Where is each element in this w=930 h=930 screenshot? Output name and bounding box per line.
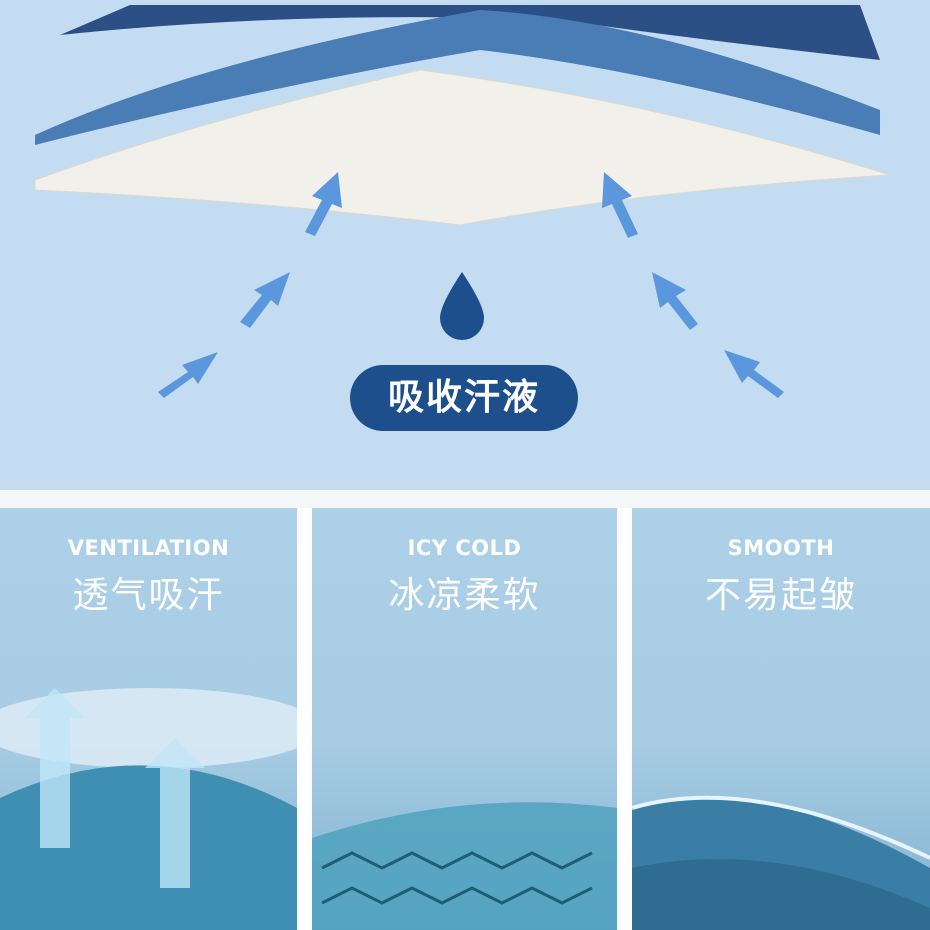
- arrow-up-icon: [25, 688, 85, 848]
- fabric-layers-illustration: [34, 5, 891, 398]
- middle-fabric-layer: [35, 10, 880, 145]
- hero-section: 吸收汗液: [0, 0, 930, 490]
- arrow-up-icon: [158, 352, 218, 398]
- top-fabric-layer: [60, 5, 880, 60]
- feature-title-cn: 不易起皱: [704, 575, 857, 616]
- mesh-fabric-layer: [34, 69, 891, 226]
- feature-title-en: VENTILATION: [67, 536, 230, 560]
- arrow-up-icon: [652, 272, 698, 330]
- arrow-up-icon: [305, 172, 342, 236]
- molecular-structure-image: [312, 802, 617, 930]
- feature-title-cn: 透气吸汗: [72, 575, 225, 616]
- feature-title-en: ICY COLD: [407, 536, 522, 560]
- mesh-fabric-image: [0, 688, 297, 930]
- feature-title-cn: 冰凉柔软: [388, 575, 541, 616]
- smooth-fabric-image: [632, 795, 930, 930]
- arrow-up-icon: [602, 172, 638, 238]
- feature-panel-ventilation: VENTILATION 透气吸汗: [0, 508, 297, 930]
- water-drop-icon: [440, 272, 484, 340]
- feature-panel-smooth: SMOOTH 不易起皱: [632, 508, 930, 930]
- feature-panel-icy-cold: ICY COLD 冰凉柔软: [312, 508, 617, 930]
- divider: [0, 490, 930, 508]
- feature-title-en: SMOOTH: [727, 536, 835, 560]
- arrow-up-icon: [240, 272, 290, 328]
- arrow-up-icon: [724, 350, 784, 398]
- arrows: [158, 172, 784, 398]
- absorb-sweat-badge: 吸收汗液: [350, 365, 578, 431]
- arrow-up-icon: [145, 738, 205, 888]
